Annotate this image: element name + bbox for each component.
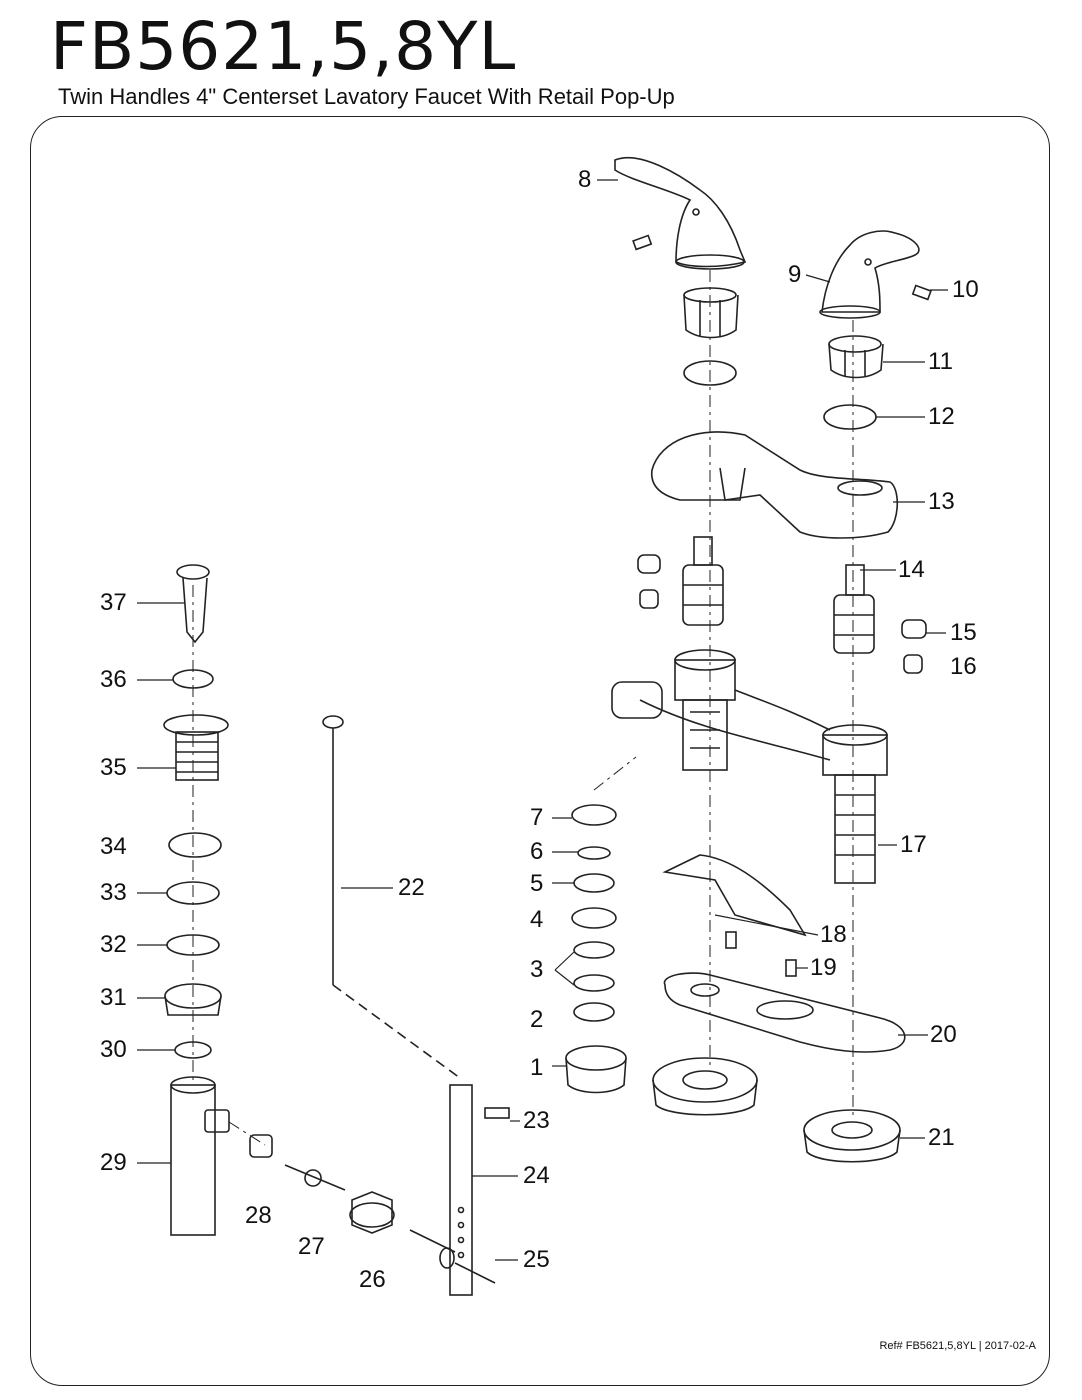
- part-34-flange: [168, 832, 222, 858]
- diagram-frame: [30, 116, 1050, 1386]
- callout-28: 28: [245, 1202, 272, 1229]
- callout-36: 36: [100, 666, 127, 693]
- callout-14: 14: [898, 556, 925, 583]
- part-seats-springs-left: [637, 554, 661, 609]
- part-25-spring-clip: [439, 1247, 496, 1284]
- callout-23: 23: [523, 1107, 550, 1134]
- diagram-subtitle: Twin Handles 4" Centerset Lavatory Fauce…: [58, 84, 675, 109]
- callout-37: 37: [100, 589, 127, 616]
- callout-30: 30: [100, 1036, 127, 1063]
- part-16-spring: [903, 654, 923, 674]
- callout-25: 25: [523, 1246, 550, 1273]
- callout-19: 19: [810, 954, 837, 981]
- part-28-ball-seal: [249, 1134, 273, 1158]
- callout-9: 9: [788, 261, 802, 288]
- part-8-handle-left: [614, 157, 747, 270]
- callout-12: 12: [928, 403, 955, 430]
- part-26-pivot-nut: [349, 1191, 395, 1234]
- callout-29: 29: [100, 1149, 127, 1176]
- model-number: FB5621,5,8YL: [50, 8, 517, 85]
- part-17-threaded-shank: [834, 774, 876, 884]
- callout-33: 33: [100, 879, 127, 906]
- part-9-handle-right: [819, 230, 932, 319]
- callout-5: 5: [530, 870, 544, 897]
- callout-6: 6: [530, 838, 544, 865]
- callout-leaders: [137, 179, 948, 1261]
- part-19-screws: [725, 931, 797, 977]
- part-aerator-stack: [565, 804, 627, 1094]
- callout-4: 4: [530, 906, 544, 933]
- callout-24: 24: [523, 1162, 550, 1189]
- callout-13: 13: [928, 488, 955, 515]
- part-37-stopper: [176, 564, 210, 644]
- callout-8: 8: [578, 166, 592, 193]
- callout-27: 27: [298, 1233, 325, 1260]
- callout-18: 18: [820, 921, 847, 948]
- part-22-lift-rod: [322, 715, 461, 1079]
- callout-21: 21: [928, 1124, 955, 1151]
- part-35-drain-body: [163, 714, 229, 781]
- callout-7: 7: [530, 804, 544, 831]
- part-29-tailpiece: [170, 1076, 230, 1236]
- callout-2: 2: [530, 1006, 544, 1033]
- callout-3: 3: [530, 956, 544, 983]
- part-o-ring-left: [683, 360, 737, 386]
- callout-15: 15: [950, 619, 977, 646]
- center-lines: [192, 270, 854, 1146]
- part-24-extension-strap: [449, 1084, 473, 1296]
- callout-20: 20: [930, 1021, 957, 1048]
- part-21-mounting-nut: [803, 1109, 901, 1163]
- callout-32: 32: [100, 931, 127, 958]
- part-13-escutcheon-body: [651, 431, 899, 539]
- callout-22: 22: [398, 874, 425, 901]
- part-cartridge-left: [682, 536, 724, 626]
- part-11-bonnet-nut: [828, 335, 884, 379]
- callout-17: 17: [900, 831, 927, 858]
- part-18-gasket: [662, 854, 807, 937]
- callout-35: 35: [100, 754, 127, 781]
- part-14-cartridge: [833, 564, 875, 654]
- part-12-o-ring: [823, 404, 877, 430]
- part-23-clevis-screw: [484, 1107, 510, 1119]
- callout-10: 10: [952, 276, 979, 303]
- callout-34: 34: [100, 833, 127, 860]
- callout-31: 31: [100, 984, 127, 1011]
- part-bonnet-nut-left: [683, 287, 739, 339]
- reference-number: Ref# FB5621,5,8YL | 2017-02-A: [879, 1340, 1036, 1352]
- part-mounting-nut-left: [652, 1057, 758, 1116]
- callout-1: 1: [530, 1054, 544, 1081]
- callout-11: 11: [928, 348, 953, 375]
- callout-16: 16: [950, 653, 977, 680]
- callout-26: 26: [359, 1266, 386, 1293]
- part-valve-body: [611, 649, 888, 776]
- part-15-seat: [901, 619, 927, 639]
- part-20-base-plate: [663, 972, 906, 1053]
